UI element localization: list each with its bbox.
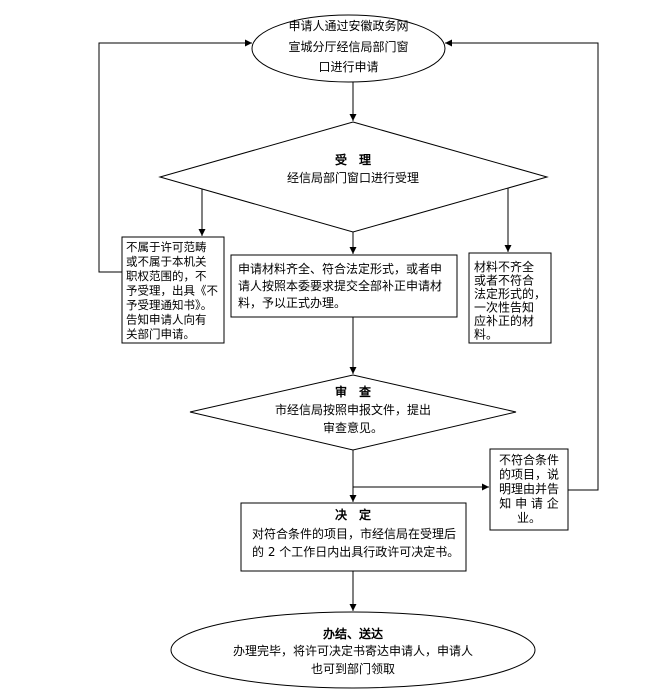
formal-box [230,254,458,318]
accept-node: 受 理 经信局部门窗口进行受理 [158,121,549,233]
reject-line-6: 告知申请人向有 [126,313,207,327]
finish-line-2: 也可到部门领取 [311,661,395,676]
not-qualified-line-5: 业。 [517,511,541,525]
start-node: 申请人通过安徽政务网 宣城分厅经信局部门窗 口进行申请 [251,14,446,83]
finish-ellipse [170,611,536,689]
supplement-box [468,252,552,344]
supplement-line-2: 或者不符合 [474,273,534,288]
supplement-line-6: 料。 [474,328,498,342]
formal-line-2: 请人按照本委要求提交全部补正申请材 [238,278,442,293]
not-qualified-line-1: 不符合条件 [499,452,559,467]
decision-line-2: 的 2 个工作日内出具行政许可决定书。 [252,544,459,559]
reject-line-2: 或不属于本机关 [126,255,207,269]
reject-box [121,236,225,344]
supplement-node: 材料不齐全 或者不符合 法定形式的， 一次性告知 应补正的材 料。 [468,252,552,344]
finish-line-1: 办理完毕，将许可决定书寄达申请人，申请人 [233,643,473,658]
start-line-2: 宣城分厅经信局部门窗 [288,39,408,54]
reject-line-4: 予受理，出具《不 [126,284,218,298]
decision-node: 决 定 对符合条件的项目，市经信局在受理后 的 2 个工作日内出具行政许可决定书… [240,502,467,572]
review-diamond [189,374,517,451]
formal-line-3: 料，予以正式办理。 [238,295,346,310]
reject-line-1: 不属于许可范畴 [126,240,207,254]
decision-line-1: 对符合条件的项目，市经信局在受理后 [252,526,456,541]
finish-title: 办结、送达 [323,626,383,641]
arrow-reject-loop-to-start [98,39,252,273]
not-qualified-line-2: 的项目，说 [499,467,559,482]
supplement-line-3: 法定形式的， [474,286,546,301]
supplement-line-1: 材料不齐全 [474,259,534,274]
arrow-not-qualified-loop-to-start [445,39,599,491]
start-line-3: 口进行申请 [318,60,378,74]
formal-line-1: 申请材料齐全、符合法定形式，或者申 [238,261,442,276]
formal-node: 申请材料齐全、符合法定形式，或者申 请人按照本委要求提交全部补正申请材 料，予以… [230,254,458,318]
start-ellipse [251,14,446,83]
not-qualified-line-4: 知 申 请 企 [499,496,558,511]
reject-node: 不属于许可范畴 或不属于本机关 职权范围的，不 予受理，出具《不 予受理通知书》… [121,236,225,344]
review-line-2: 审查意见。 [323,420,383,435]
supplement-line-4: 一次性告知 [474,301,534,315]
review-title: 审 查 [335,384,372,399]
review-line-1: 市经信局按照申报文件，提出 [275,402,431,417]
supplement-line-5: 应补正的材 [474,313,534,328]
finish-node: 办结、送达 办理完毕，将许可决定书寄达申请人，申请人 也可到部门领取 [170,611,536,689]
reject-line-7: 关部门申请。 [126,327,195,341]
review-node: 审 查 市经信局按照申报文件，提出 审查意见。 [189,374,517,451]
reject-line-3: 职权范围的，不 [126,269,207,283]
accept-diamond [158,121,549,233]
start-line-1: 申请人通过安徽政务网 [288,18,408,33]
not-qualified-box [489,448,569,531]
not-qualified-node: 不符合条件 的项目，说 明理由并告 知 申 请 企 业。 [489,448,569,531]
not-qualified-line-3: 明理由并告 [499,482,559,496]
reject-line-5: 予受理通知书》。 [126,298,212,312]
accept-line-1: 经信局部门窗口进行受理 [287,170,419,185]
decision-title: 决 定 [335,507,371,522]
decision-box [240,502,467,572]
accept-title: 受 理 [335,152,371,167]
